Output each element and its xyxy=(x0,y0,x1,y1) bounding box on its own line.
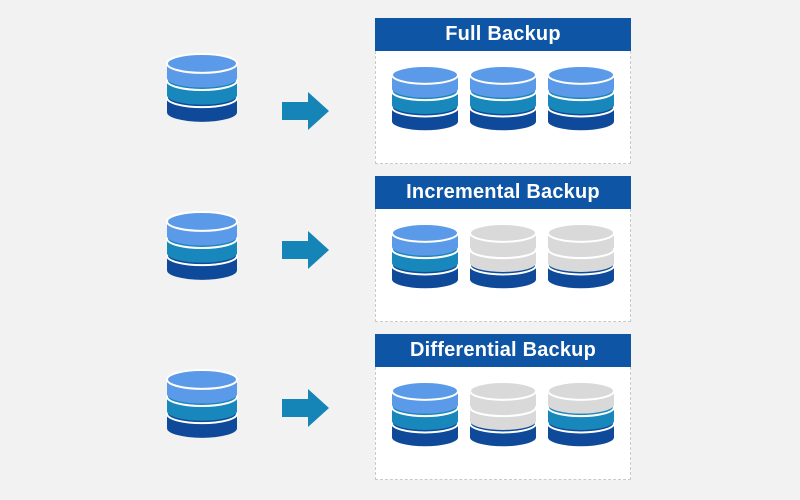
backup-database-icon xyxy=(391,65,459,145)
panel-body xyxy=(375,209,631,322)
backup-database-icon xyxy=(469,381,537,461)
backup-database-icon xyxy=(547,223,615,303)
backup-database-icon xyxy=(547,65,615,145)
panel-body xyxy=(375,51,631,164)
full-backup-panel: Full Backup xyxy=(375,18,631,166)
backup-database-icon xyxy=(391,381,459,461)
backup-database-icon xyxy=(469,223,537,303)
backup-database-icon xyxy=(469,65,537,145)
source-database-icon xyxy=(166,53,238,133)
source-database-icon xyxy=(166,369,238,449)
arrow-right-icon xyxy=(282,91,330,131)
panel-title: Differential Backup xyxy=(375,334,631,367)
differential-backup-panel: Differential Backup xyxy=(375,334,631,482)
incremental-backup-panel: Incremental Backup xyxy=(375,176,631,324)
source-database-icon xyxy=(166,211,238,291)
backup-row-full: Full Backup xyxy=(0,18,800,166)
backup-row-differential: Differential Backup xyxy=(0,334,800,482)
panel-body xyxy=(375,367,631,480)
backup-database-icon xyxy=(547,381,615,461)
backup-row-incremental: Incremental Backup xyxy=(0,176,800,324)
panel-title: Full Backup xyxy=(375,18,631,51)
arrow-right-icon xyxy=(282,230,330,270)
backup-database-icon xyxy=(391,223,459,303)
panel-title: Incremental Backup xyxy=(375,176,631,209)
arrow-right-icon xyxy=(282,388,330,428)
